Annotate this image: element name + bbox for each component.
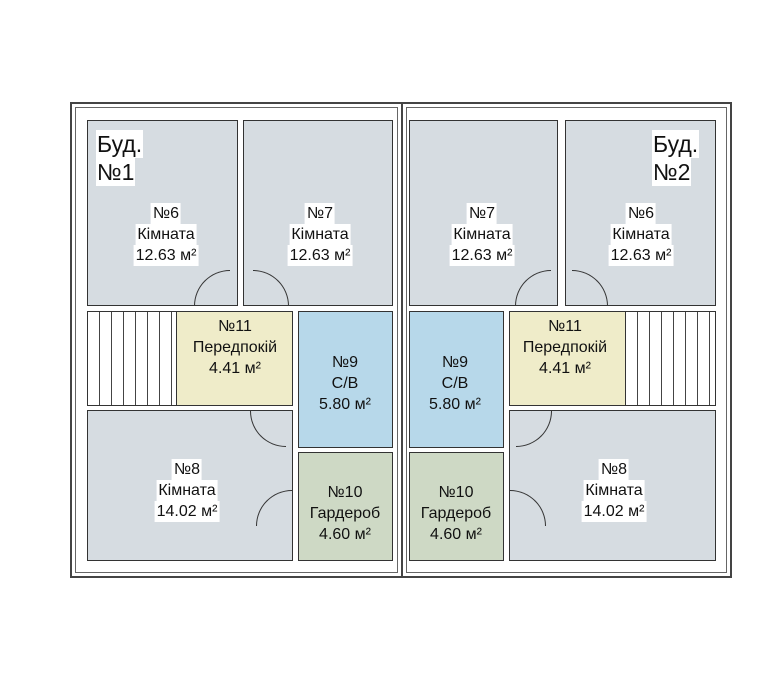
outer-wall-building-2 xyxy=(401,102,732,578)
stairs-b2 xyxy=(625,311,716,406)
building-label-1: Буд.№1 xyxy=(96,130,144,186)
room-11-b2 xyxy=(509,311,626,406)
building-label-2: Буд.№2 xyxy=(652,130,700,186)
room-11-b1 xyxy=(176,311,293,406)
room-9-b2 xyxy=(409,311,504,448)
room-10-b2 xyxy=(409,452,504,561)
room-9-b1 xyxy=(298,311,393,448)
stairs-b1 xyxy=(87,311,177,406)
room-10-b1 xyxy=(298,452,393,561)
